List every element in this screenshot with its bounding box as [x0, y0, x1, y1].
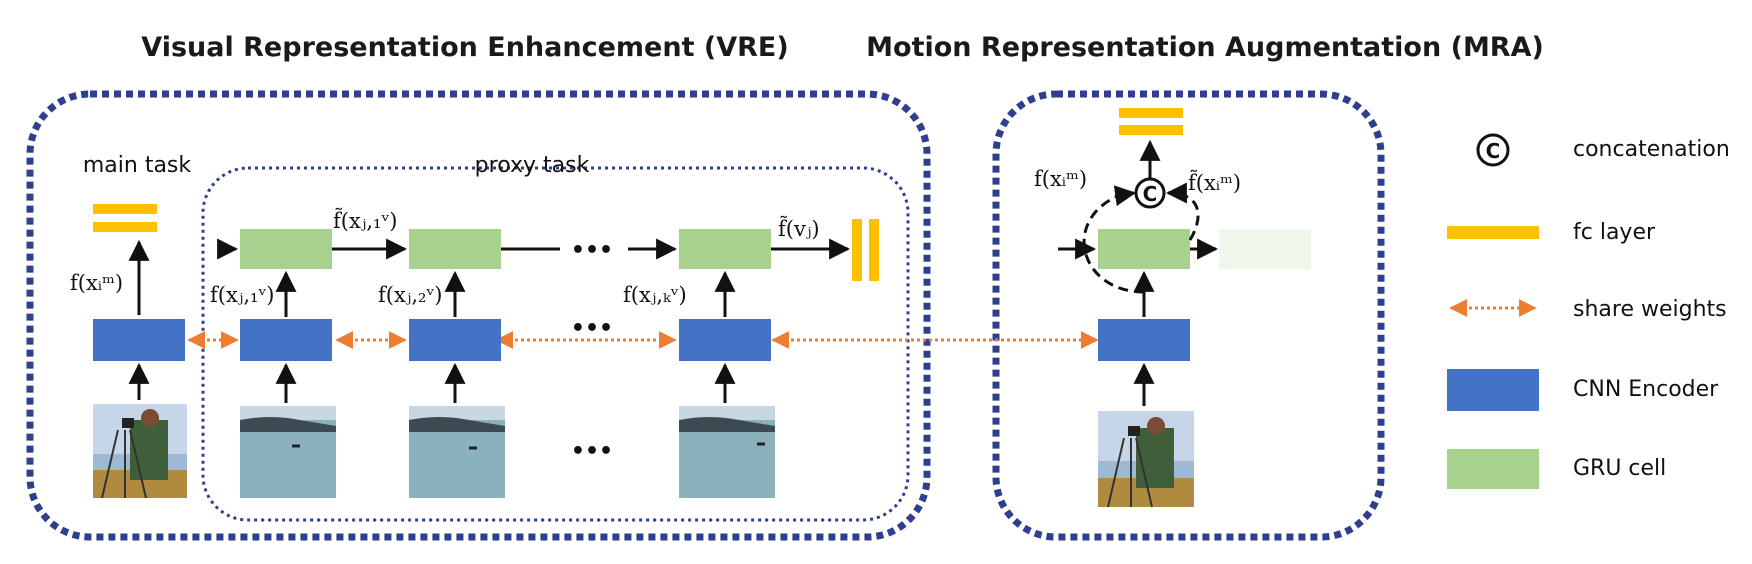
mra-title: Motion Representation Augmentation (MRA): [866, 32, 1544, 63]
mra-input-image: [1098, 411, 1194, 508]
main-fc-layer: [93, 204, 157, 214]
gru-output-label-1: f̃(xⱼ,₁ᵛ): [333, 208, 397, 233]
legend-label-fc: fc layer: [1573, 220, 1656, 245]
main-task-label: main task: [83, 153, 192, 178]
cnn-encoder-1: [240, 319, 332, 361]
cnn-encoder-k: [679, 319, 771, 361]
mra-cnn-skip-path: [1082, 185, 1145, 294]
gru-cell-2: [409, 229, 501, 269]
mra-gru-feature: f̃(xᵢᵐ): [1188, 170, 1241, 195]
concatenation-icon: [1476, 133, 1510, 167]
main-input-image: [93, 404, 187, 499]
vre-module-border: [26, 90, 931, 541]
mra-input-feature: f(xᵢᵐ): [1034, 167, 1087, 191]
mra-gru-skip-path: [1165, 182, 1200, 241]
ellipsis: •••: [571, 316, 613, 341]
proxy-input-image-k: [679, 406, 775, 498]
legend-label-share: share weights: [1573, 297, 1727, 322]
legend: C concatenation fc layer share weights C…: [1447, 133, 1730, 489]
cnn-encoder-swatch: [1447, 369, 1539, 411]
proxy-feature-2: f(xⱼ,₂ᵛ): [378, 283, 442, 307]
mra-gru-cell: [1098, 229, 1190, 269]
concatenation-icon-symbol: C: [1486, 139, 1501, 163]
mra-cnn-encoder: [1098, 319, 1190, 361]
proxy-task-label: proxy task: [475, 153, 590, 178]
legend-label-gru: GRU cell: [1573, 456, 1666, 481]
mra-fc-layer: [1119, 108, 1183, 118]
ellipsis: •••: [571, 238, 613, 263]
cnn-encoder-2: [409, 319, 501, 361]
mra-gru-cell-faded: [1219, 229, 1311, 269]
gru-cell-1: [240, 229, 332, 269]
gru-cell-swatch: [1447, 449, 1539, 489]
gru-cell-k: [679, 229, 771, 269]
concat-node-symbol: C: [1143, 182, 1158, 206]
main-feature-label: f(xᵢᵐ): [70, 271, 123, 295]
main-fc-layer: [93, 222, 157, 232]
ellipsis: •••: [571, 439, 613, 464]
legend-label-concatenation: concatenation: [1573, 137, 1730, 162]
gru-output-label-final: f̃(vⱼ): [778, 216, 820, 241]
mra-module-border: [992, 90, 1385, 541]
legend-label-cnn: CNN Encoder: [1573, 377, 1719, 402]
proxy-feature-1: f(xⱼ,₁ᵛ): [210, 283, 274, 307]
vre-title: Visual Representation Enhancement (VRE): [141, 32, 788, 63]
proxy-input-image-1: [240, 406, 336, 498]
mra-fc-layer: [1119, 125, 1183, 135]
main-cnn-encoder: [93, 319, 185, 361]
proxy-fc-layer: [869, 219, 879, 281]
proxy-feature-k: f(xⱼ,ₖᵛ): [623, 283, 687, 307]
proxy-input-image-2: [409, 406, 505, 498]
proxy-fc-layer: [852, 219, 862, 281]
fc-layer-swatch: [1447, 226, 1539, 239]
